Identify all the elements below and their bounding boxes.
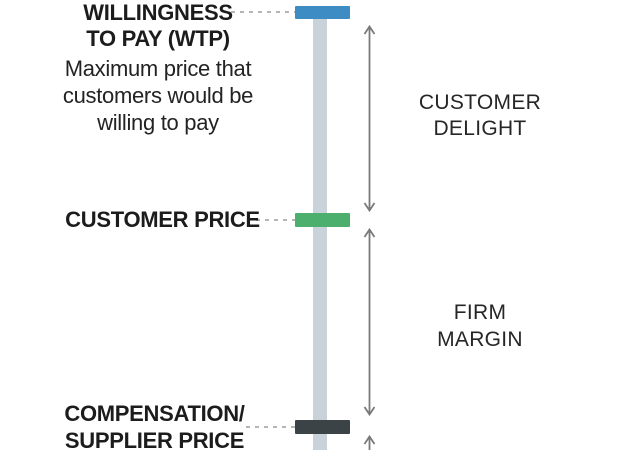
customer-delight-arrow [363,24,376,213]
customer-delight-label-line2: DELIGHT [433,117,527,140]
customer-price-label: CUSTOMER PRICE [65,207,260,232]
value-stick [313,10,327,450]
wtp-label-block: WILLINGNESS TO PAY (WTP) Maximum price t… [56,0,260,136]
customer-price-dashed-connector [256,219,295,221]
supplier-price-bar [295,420,350,434]
firm-margin-label-line2: MARGIN [437,328,523,351]
wtp-title-line2: TO PAY (WTP) [86,26,230,51]
wtp-dashed-connector [231,11,295,13]
wtp-title: WILLINGNESS TO PAY (WTP) [56,0,260,52]
supplier-price-label: COMPENSATION/ SUPPLIER PRICE [47,400,262,450]
supplier-price-label-line2: SUPPLIER PRICE [64,428,245,450]
firm-margin-arrow [363,227,376,417]
supplier-price-label-line1: COMPENSATION/ [64,401,245,426]
lower-segment-arrow [363,434,376,450]
customer-delight-label: CUSTOMER DELIGHT [400,90,560,142]
customer-delight-label-line1: CUSTOMER [418,91,542,114]
supplier-price-dashed-connector [246,426,295,428]
wtp-title-line1: WILLINGNESS [83,0,233,25]
wtp-description: Maximum price that customers would be wi… [62,56,254,135]
firm-margin-label-line1: FIRM [453,301,507,324]
segment-arrows [363,24,376,450]
firm-margin-label: FIRM MARGIN [400,299,560,353]
wtp-bar [295,6,350,19]
customer-price-bar [295,213,350,227]
